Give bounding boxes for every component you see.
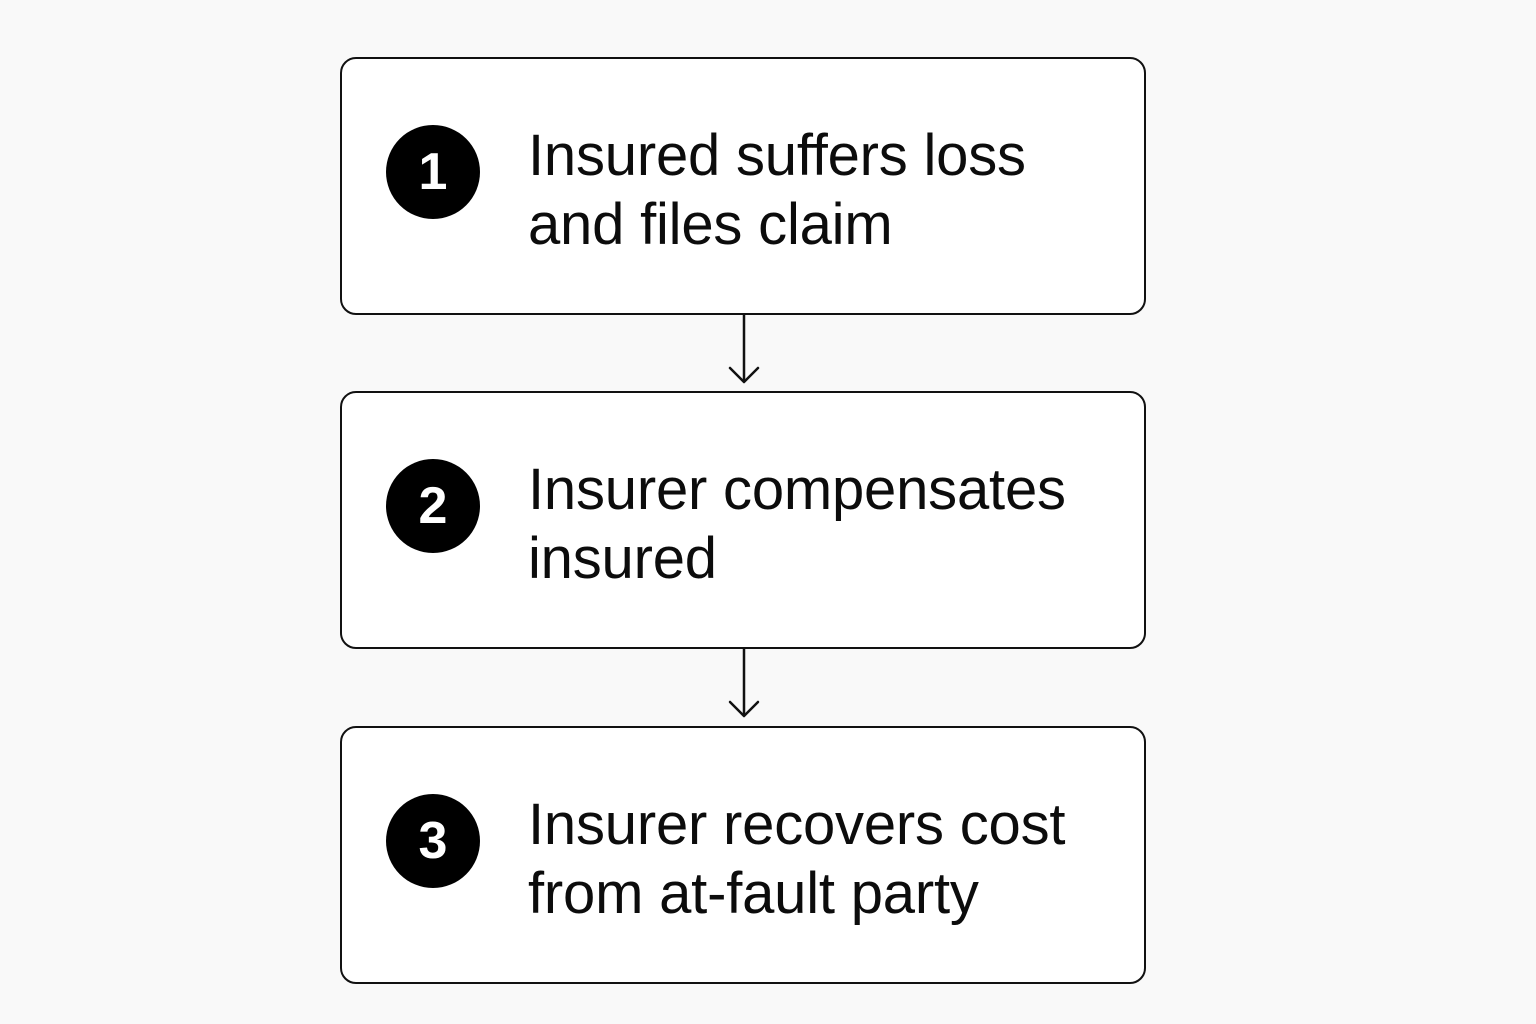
step-box-2: 2 Insurer compensates insured — [340, 391, 1146, 649]
step-box-1: 1 Insured suffers loss and files claim — [340, 57, 1146, 315]
step-label: Insured suffers loss and files claim — [528, 123, 1026, 257]
step-label: Insurer compensates insured — [528, 457, 1066, 591]
step-number-badge: 2 — [386, 459, 480, 553]
arrow-down-icon — [728, 315, 760, 384]
step-label: Insurer recovers cost from at-fault part… — [528, 792, 1066, 926]
step-number-badge: 3 — [386, 794, 480, 888]
step-number-badge: 1 — [386, 125, 480, 219]
step-box-3: 3 Insurer recovers cost from at-fault pa… — [340, 726, 1146, 984]
arrow-down-icon — [728, 649, 760, 718]
